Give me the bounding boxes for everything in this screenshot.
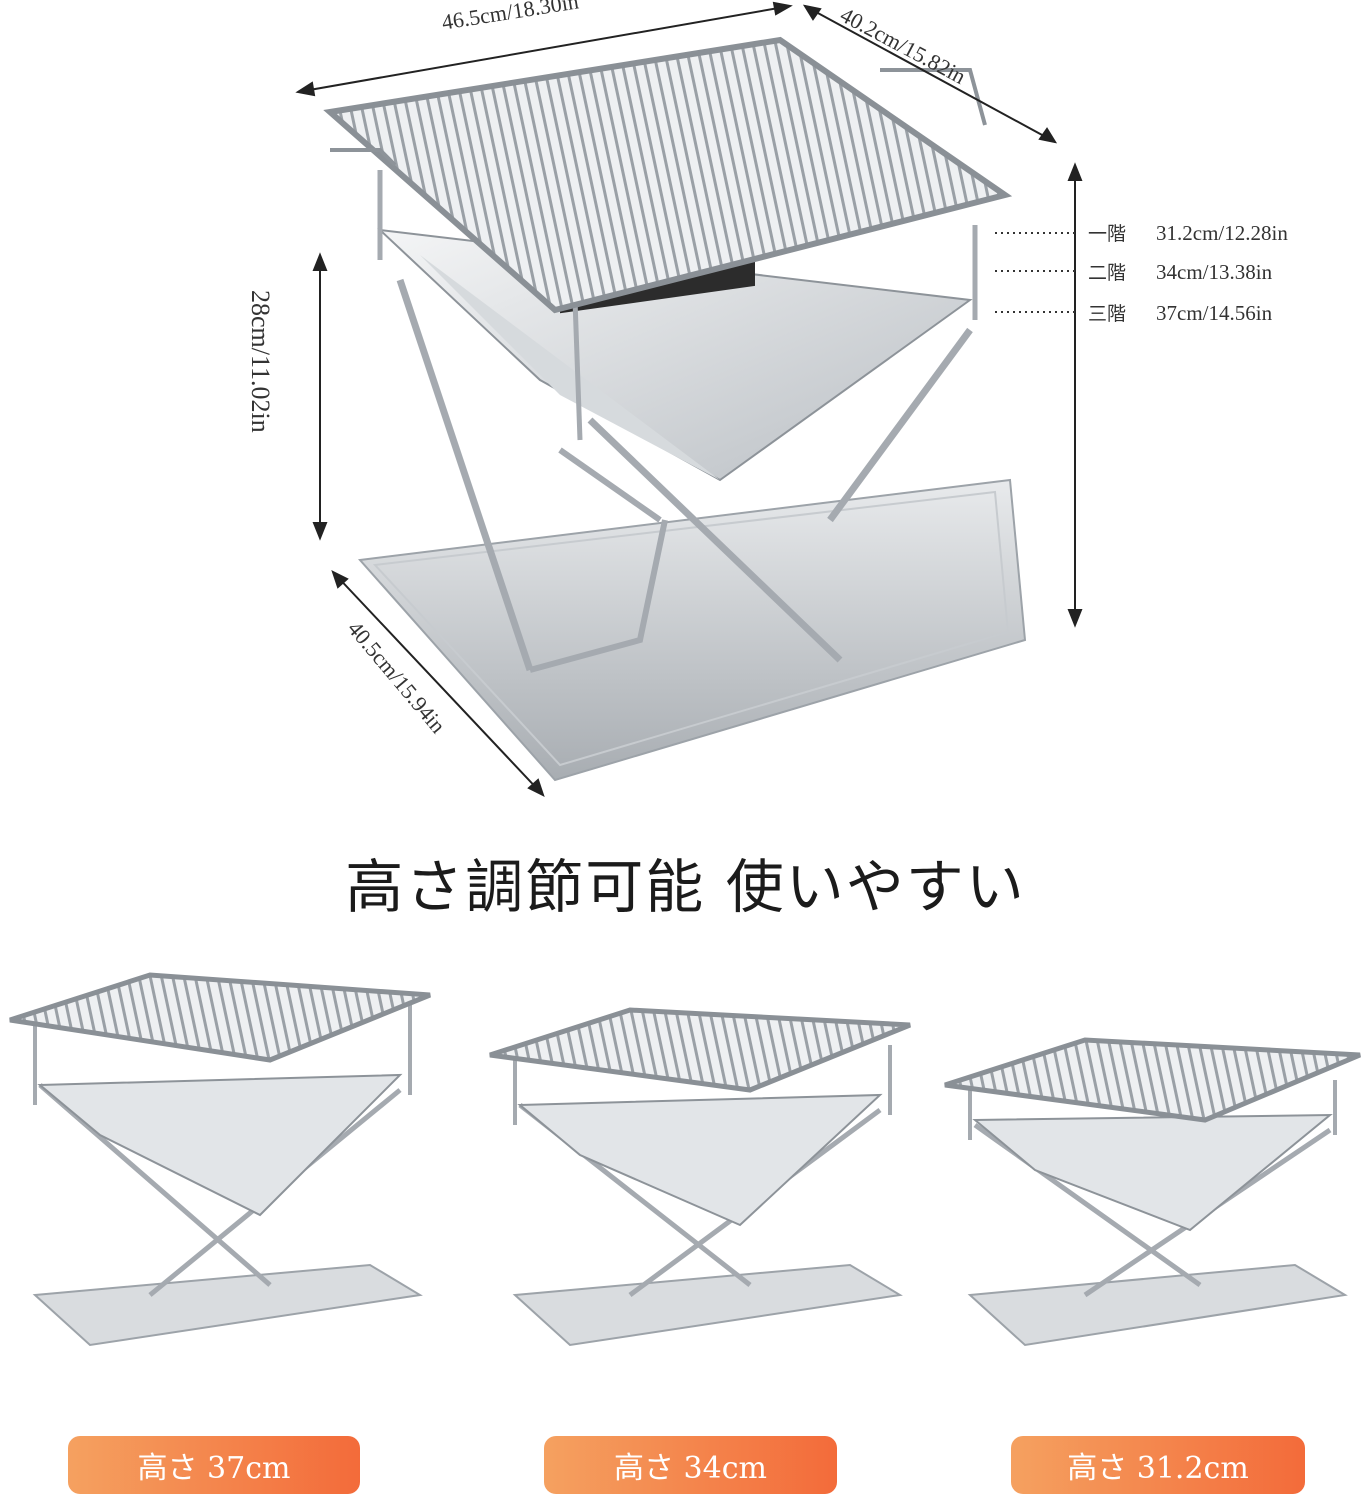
- variant-37-illustration: [9, 972, 431, 1347]
- main-grill-illustration: [295, 1, 1083, 797]
- headline: 高さ調節可能 使いやすい: [345, 853, 1026, 921]
- level-1-value: 31.2cm/12.28in: [1156, 221, 1288, 245]
- variant-31-illustration: [944, 1037, 1361, 1347]
- height-badge-37-label: 高さ 37cm: [137, 1451, 291, 1486]
- height-badge-31-label: 高さ 31.2cm: [1067, 1451, 1249, 1486]
- height-badge-31: 高さ 31.2cm: [1011, 1436, 1305, 1494]
- level-2-value: 34cm/13.38in: [1156, 260, 1273, 284]
- level-2-name: 二階: [1088, 262, 1127, 284]
- variant-34-illustration: [489, 1007, 911, 1347]
- level-3-value: 37cm/14.56in: [1156, 301, 1273, 325]
- level-3-name: 三階: [1088, 303, 1127, 325]
- level-1-name: 一階: [1088, 223, 1127, 245]
- height-badge-34: 高さ 34cm: [544, 1436, 837, 1494]
- height-dimension-label: 28cm/11.02in: [246, 290, 275, 433]
- level-1-row: 一階 31.2cm/12.28in: [1088, 219, 1288, 246]
- height-badge-34-label: 高さ 34cm: [614, 1451, 767, 1486]
- height-badge-37: 高さ 37cm: [68, 1436, 360, 1494]
- level-2-row: 二階 34cm/13.38in: [1088, 258, 1272, 285]
- level-3-row: 三階 37cm/14.56in: [1088, 299, 1272, 326]
